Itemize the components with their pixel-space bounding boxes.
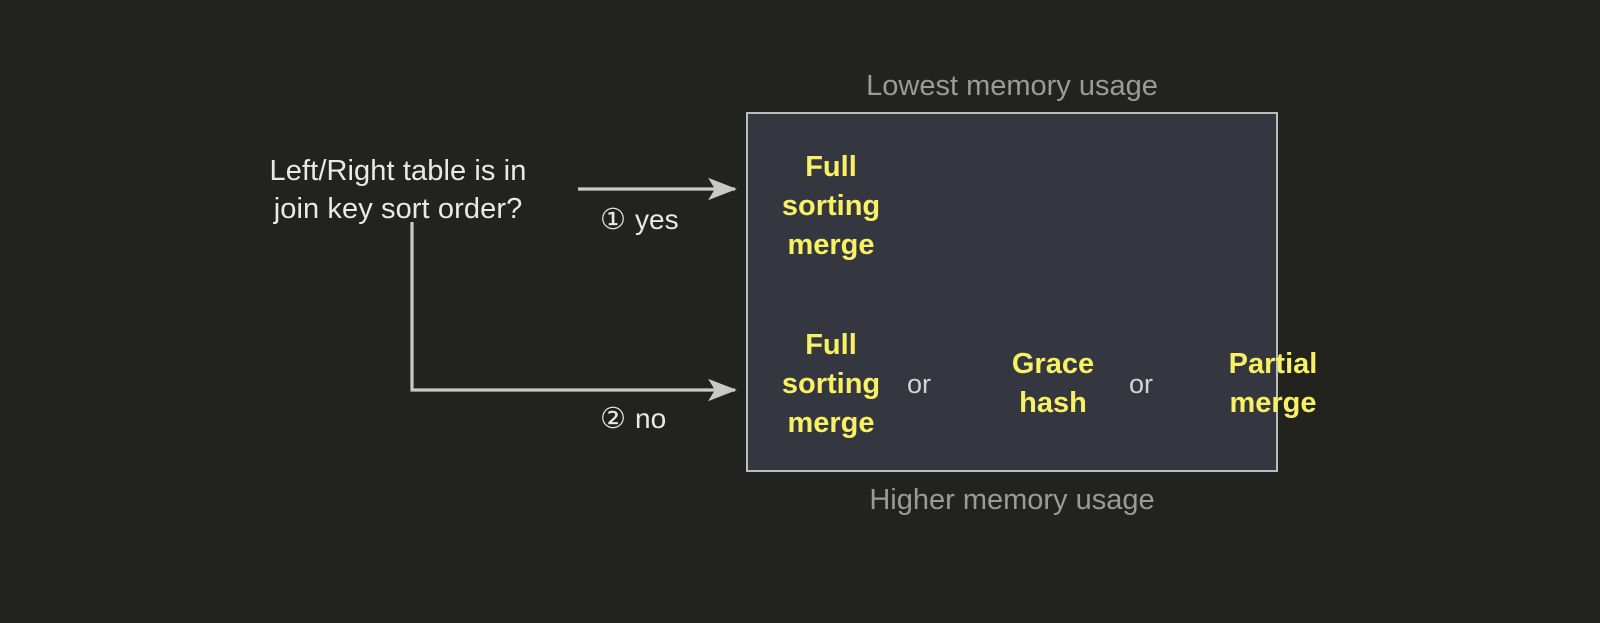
outcome-option-full-sorting-merge-sorted: Full sorting merge [781,150,881,261]
caption-lowest-memory: Lowest memory usage [866,70,1158,102]
conjunction-or-2: or [1128,369,1153,399]
outcome-option-grace-hash: Grace hash [1011,348,1095,419]
branch-label-no: ② no [600,402,666,436]
conjunction-or-1: or [906,369,931,399]
outcome-option-full-sorting-merge: Full sorting merge [781,328,881,439]
outcome-row-unsorted: Full sorting merge or Grace hash or Part… [748,314,1317,454]
branch-marker-2: ② [600,403,626,435]
outcome-panel: Full sorting merge Full sorting merge or… [746,112,1317,472]
branch-label-yes: ① yes [600,203,679,237]
caption-higher-memory: Higher memory usage [869,484,1155,516]
arrow-no [410,222,737,402]
outcome-row-sorted: Full sorting merge [748,136,1280,276]
branch-text-1: yes [635,204,679,235]
branch-text-2: no [635,403,667,434]
decision-question: Left/Right table is in join key sort ord… [269,155,527,225]
outcome-option-partial-merge: Partial merge [1228,348,1318,419]
branch-marker-1: ① [600,204,626,236]
